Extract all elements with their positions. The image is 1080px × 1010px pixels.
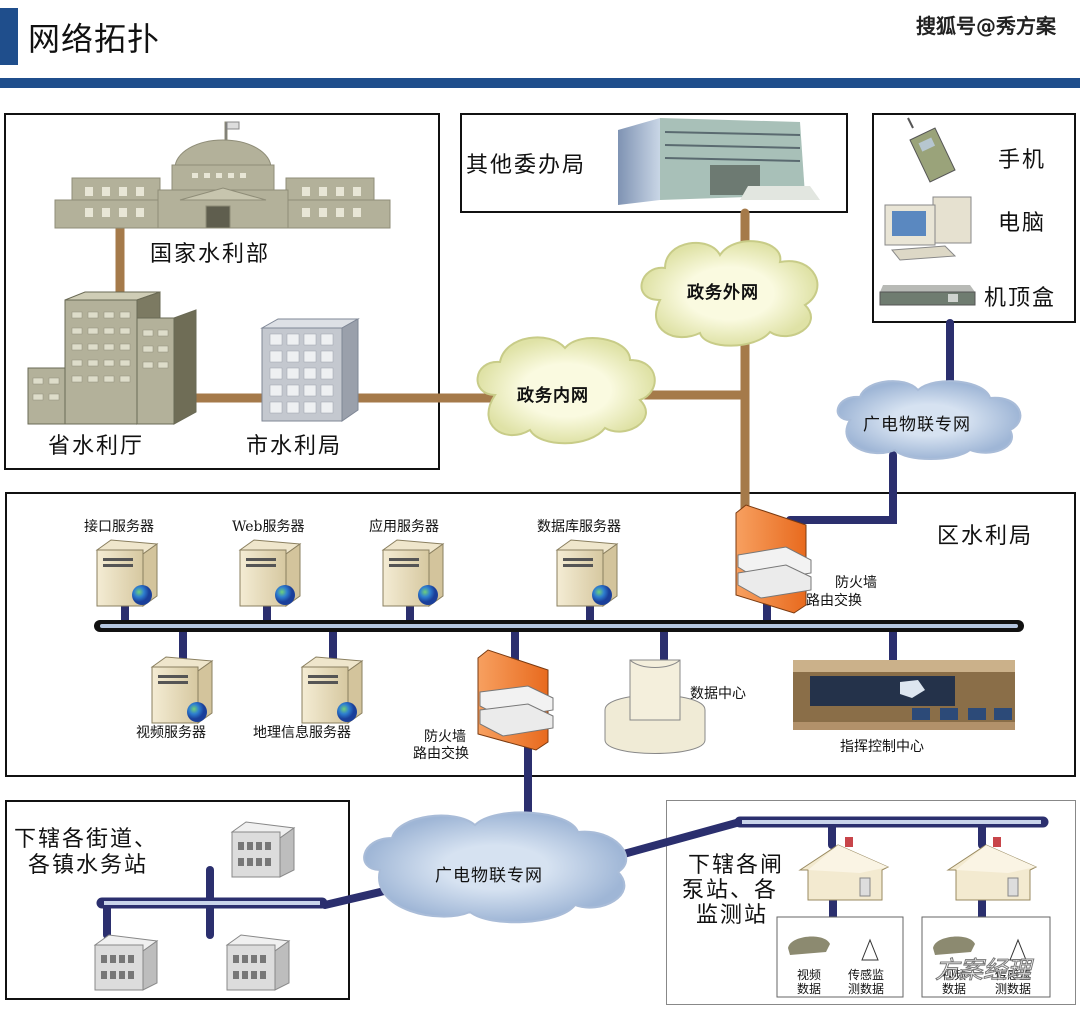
unit2-video-l2: 数据: [942, 982, 967, 996]
device-label-computer: 电脑: [998, 211, 1047, 236]
government-building-icon: [618, 118, 820, 205]
capitol-building-icon: [54, 121, 391, 229]
header-divider: [0, 78, 1080, 88]
firewall-top-label-1: 防火墙: [835, 575, 877, 591]
cloud-label-gov-external: 政务外网: [687, 283, 759, 303]
cloud-iot-bottom: [363, 811, 628, 924]
unit2-sensor-l2: 测数据: [995, 982, 1032, 996]
cloud-label-iot-top: 广电物联专网: [863, 415, 971, 435]
server-label-interface: 接口服务器: [84, 519, 154, 535]
sensor-antenna-icons: [861, 938, 1027, 961]
data-center-icon: [604, 659, 706, 754]
monitor-unit-box: [776, 916, 904, 998]
page-title: 网络拓扑: [28, 20, 161, 58]
firewall-bottom-label-1: 防火墙: [424, 729, 466, 745]
command-center-photo: [793, 660, 1015, 730]
link-iot-stations: [616, 818, 744, 859]
firewall-top-label-2: 路由交换: [806, 593, 862, 609]
firewall-router-icon: [477, 649, 554, 751]
unit2-sensor-l1: 传感监: [995, 968, 1032, 982]
node-label-province: 省水利厅: [48, 434, 145, 459]
command-center-label: 指挥控制中心: [840, 739, 924, 755]
unit2-video-l1: 视频: [942, 968, 967, 982]
server-label-video: 视频服务器: [136, 725, 206, 741]
device-label-settop: 机顶盒: [984, 286, 1057, 311]
firewall-router-icon: [735, 504, 812, 614]
server-icon: [150, 656, 214, 724]
unit1-video-l2: 数据: [797, 982, 822, 996]
link-iot-firewall: [786, 451, 897, 524]
pump-station-houses: [798, 837, 1038, 901]
server-icon: [381, 539, 445, 607]
cloud-gov-internal: [476, 336, 656, 445]
cloud-label-gov-internal: 政务内网: [517, 386, 589, 406]
server-icons: [95, 539, 619, 724]
data-center-label: 数据中心: [690, 686, 746, 702]
cloud-gov-external: [640, 240, 819, 347]
node-label-city: 市水利局: [246, 434, 343, 459]
node-label-ministry: 国家水利部: [150, 242, 271, 267]
desktop-computer-icon: [884, 196, 972, 261]
stations-label-2: 泵站、各: [682, 878, 779, 903]
cloud-iot-top: [836, 380, 1022, 460]
camera-icons: [788, 936, 975, 955]
server-icon: [238, 539, 302, 607]
server-icon: [95, 539, 159, 607]
stations-label-3: 监测站: [696, 903, 769, 928]
streets-label-1: 下辖各街道、: [14, 827, 159, 852]
header-accent-bar: [0, 8, 18, 65]
office-building-icon: [260, 318, 360, 422]
device-label-phone: 手机: [998, 148, 1047, 173]
server-icon: [300, 656, 364, 724]
streets-label-2: 各镇水务站: [28, 853, 149, 878]
set-top-box-icon: [879, 285, 976, 306]
firewall-bottom-label-2: 路由交换: [413, 746, 469, 762]
server-label-web: Web服务器: [232, 519, 305, 535]
mobile-phone-icon: [907, 117, 956, 183]
source-watermark: 搜狐号@秀方案: [916, 14, 1056, 38]
street-station-buildings: [93, 821, 296, 991]
server-label-app: 应用服务器: [369, 519, 439, 535]
monitor-unit-box: [921, 916, 1051, 998]
server-icon: [555, 539, 619, 607]
unit1-sensor-l2: 测数据: [848, 982, 885, 996]
stations-label-1: 下辖各闸: [688, 853, 785, 878]
cloud-label-iot-bottom: 广电物联专网: [435, 866, 543, 886]
server-label-gis: 地理信息服务器: [253, 725, 351, 741]
office-tower-icon: [27, 291, 197, 425]
wechat-watermark: 方案经理: [935, 956, 1032, 985]
district-title: 区水利局: [937, 524, 1034, 549]
server-label-database: 数据库服务器: [537, 519, 621, 535]
unit1-video-l1: 视频: [797, 968, 822, 982]
node-label-other-agencies: 其他委办局: [466, 153, 587, 178]
unit1-sensor-l1: 传感监: [848, 968, 885, 982]
